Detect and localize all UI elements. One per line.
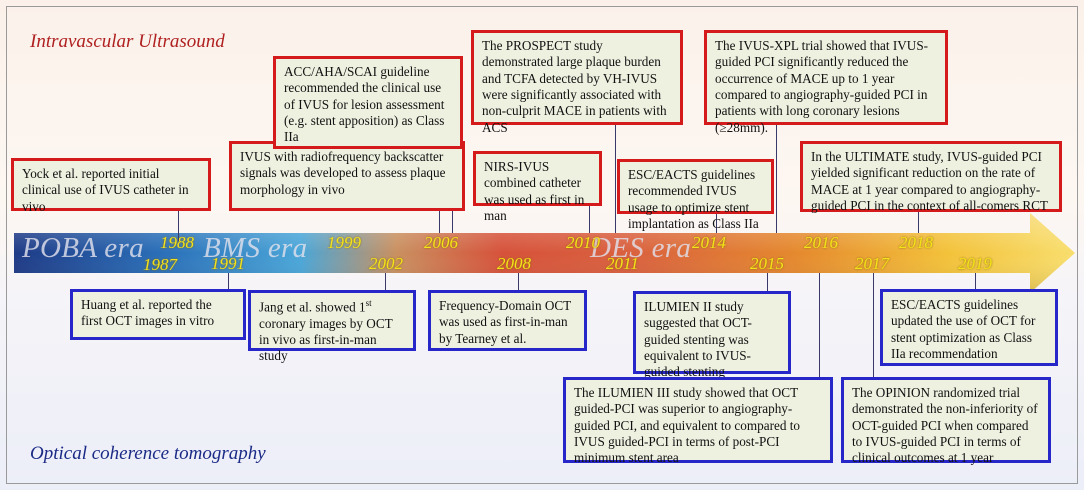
connector-line xyxy=(589,206,590,233)
oct-event-box: ESC/EACTS guidelines updated the use of … xyxy=(880,289,1058,366)
year-label: 2016 xyxy=(804,233,838,252)
year-label: 2014 xyxy=(692,233,726,252)
year-label: 2008 xyxy=(497,254,531,273)
year-label: 2019 xyxy=(958,254,992,273)
connector-line xyxy=(385,273,386,290)
oct-section-title: Optical coherence tomography xyxy=(30,443,266,464)
era-label-poba: POBA era xyxy=(22,232,144,264)
year-label: 2002 xyxy=(369,254,403,273)
connector-line xyxy=(918,212,919,233)
oct-event-box: Frequency-Domain OCT was used as first-i… xyxy=(428,290,587,351)
connector-line xyxy=(873,273,874,377)
year-label: 1988 xyxy=(160,233,194,252)
oct-event-text: coronary images by OCT in vivo as first-… xyxy=(259,315,393,364)
oct-event-box: Jang et al. showed 1st coronary images b… xyxy=(248,290,416,363)
figure-frame xyxy=(6,6,1078,484)
year-label: 2011 xyxy=(606,254,639,273)
connector-line xyxy=(615,125,616,233)
ivus-event-box: In the ULTIMATE study, IVUS-guided PCI y… xyxy=(800,141,1062,213)
year-label: 2006 xyxy=(424,233,458,252)
year-label: 2018 xyxy=(899,233,933,252)
era-label-bms: BMS era xyxy=(203,232,308,264)
ivus-event-box: NIRS-IVUS combined catheter was used as … xyxy=(473,151,602,223)
year-label: 1991 xyxy=(211,254,245,273)
connector-line xyxy=(776,125,777,233)
connector-line xyxy=(819,273,820,377)
ivus-section-title: Intravascular Ultrasound xyxy=(30,31,225,52)
ivus-event-box: The IVUS-XPL trial showed that IVUS-guid… xyxy=(704,30,948,135)
era-label-des: DES era xyxy=(590,232,692,264)
ivus-event-box: The PROSPECT study demonstrated large pl… xyxy=(471,30,683,135)
ivus-event-box: Yock et al. reported initial clinical us… xyxy=(11,158,211,214)
oct-event-text: Jang et al. showed 1 xyxy=(259,299,366,315)
connector-line xyxy=(439,211,440,233)
ivus-event-box: ESC/EACTS guidelines recommended IVUS us… xyxy=(617,159,774,231)
year-label: 2017 xyxy=(855,254,889,273)
connector-line xyxy=(975,273,976,289)
connector-line xyxy=(716,214,717,233)
connector-line xyxy=(228,273,229,289)
connector-line xyxy=(178,211,179,241)
oct-event-box: The ILUMIEN III study showed that OCT gu… xyxy=(563,377,833,465)
oct-event-superscript: st xyxy=(365,298,372,308)
year-label: 2015 xyxy=(750,254,784,273)
connector-line xyxy=(518,273,519,290)
year-label: 2010 xyxy=(566,233,600,252)
oct-event-box: Huang et al. reported the first OCT imag… xyxy=(70,289,246,340)
year-label: 1987 xyxy=(143,255,177,274)
oct-event-box: ILUMIEN II study suggested that OCT-guid… xyxy=(633,291,791,379)
ivus-event-box: IVUS with radiofrequency backscatter sig… xyxy=(229,141,465,211)
connector-line xyxy=(767,273,768,291)
ivus-event-box: ACC/AHA/SCAI guideline recommended the c… xyxy=(273,56,463,149)
year-label: 1999 xyxy=(327,233,361,252)
oct-event-box: The OPINION randomized trial demonstrate… xyxy=(841,377,1051,465)
